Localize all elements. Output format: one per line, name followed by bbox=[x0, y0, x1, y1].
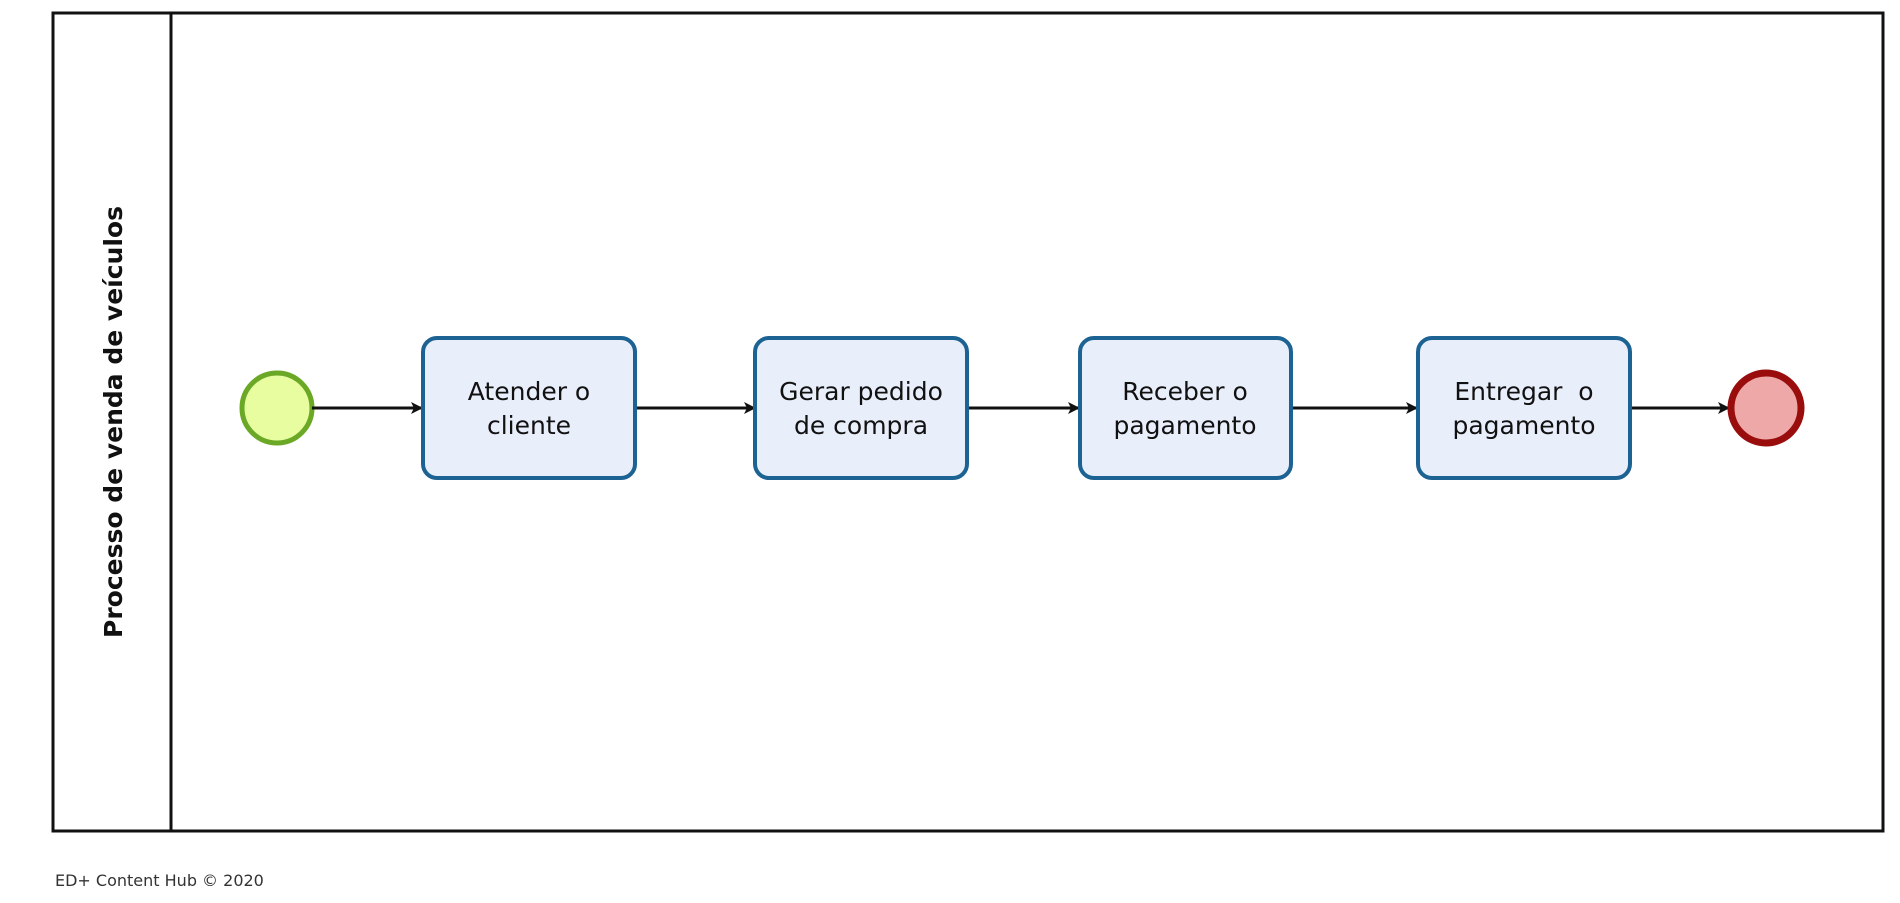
task-box bbox=[1416, 336, 1632, 480]
task-atender-cliente[interactable]: Atender o cliente bbox=[421, 336, 637, 480]
task-label-line2: pagamento bbox=[1452, 411, 1595, 440]
task-gerar-pedido[interactable]: Gerar pedido de compra bbox=[753, 336, 969, 480]
task-label-line2: cliente bbox=[487, 411, 571, 440]
task-box bbox=[1078, 336, 1293, 480]
task-entregar-pagamento[interactable]: Entregar o pagamento bbox=[1416, 336, 1632, 480]
footer-copyright: ED+ Content Hub © 2020 bbox=[55, 871, 264, 890]
task-label-line1: Atender o bbox=[468, 377, 590, 406]
pool-label: Processo de venda de veículos bbox=[99, 206, 128, 638]
task-receber-pagamento[interactable]: Receber o pagamento bbox=[1078, 336, 1293, 480]
task-label-line2: de compra bbox=[794, 411, 928, 440]
task-label-line1: Receber o bbox=[1122, 377, 1248, 406]
task-label-line1: Entregar o bbox=[1454, 377, 1593, 406]
task-box bbox=[753, 336, 969, 480]
task-label-line2: pagamento bbox=[1113, 411, 1256, 440]
start-event[interactable] bbox=[239, 370, 315, 446]
end-event[interactable] bbox=[1727, 369, 1805, 447]
task-label-line1: Gerar pedido bbox=[779, 377, 943, 406]
task-box bbox=[421, 336, 637, 480]
